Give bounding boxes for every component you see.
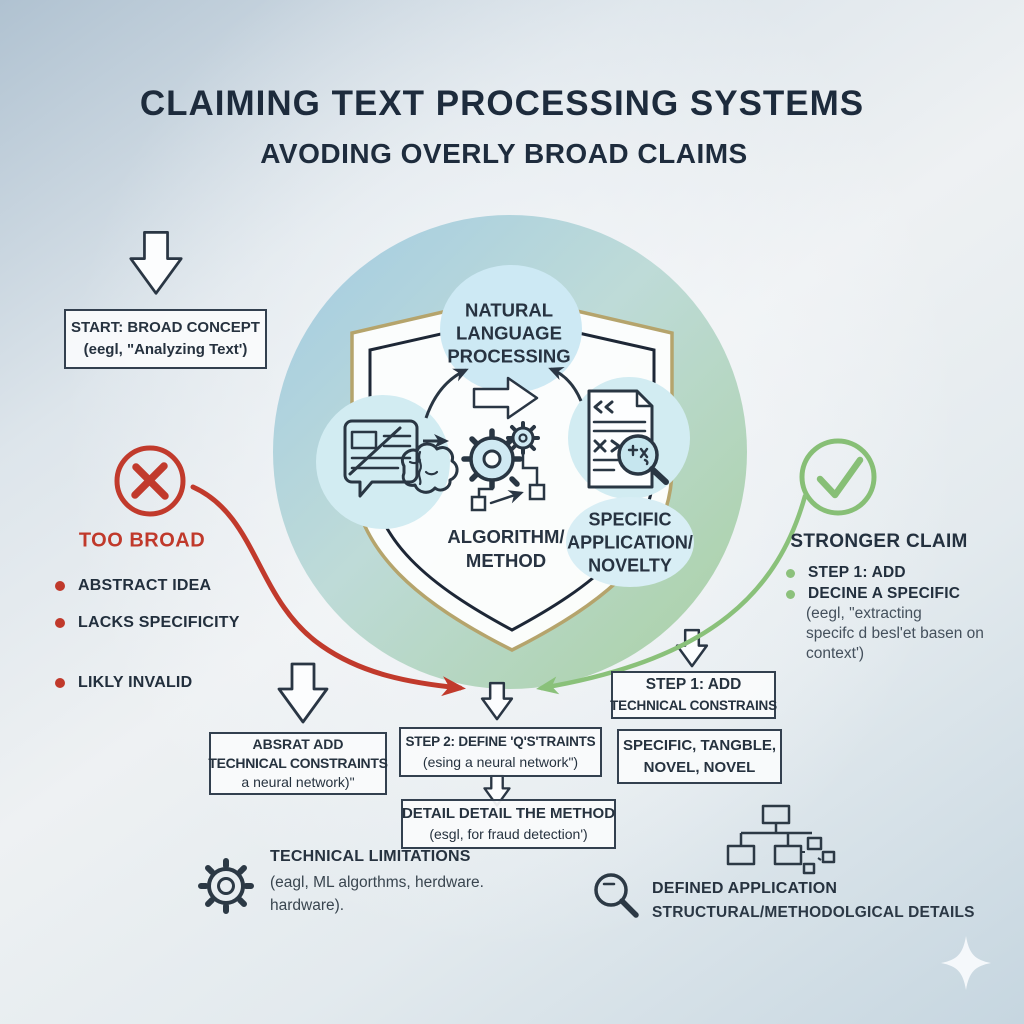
curved-arrow-left-icon	[424, 368, 469, 419]
x-circle-icon	[114, 445, 186, 517]
bullet-dot-icon	[55, 581, 65, 591]
tech-limitations-heading: TECHNICAL LIMITATIONS	[270, 848, 471, 865]
box-line: (esgl, for fraud detection')	[429, 826, 588, 842]
application-bubble-bg	[566, 497, 694, 587]
nlp-label: NATURAL LANGUAGE PROCESSING	[447, 299, 571, 367]
stronger-claim-heading: STRONGER CLAIM	[790, 531, 968, 552]
algorithm-label: ALGORITHM/ METHOD	[447, 526, 565, 571]
bullet-dot-icon	[786, 589, 795, 599]
block-arrow-icon	[472, 376, 539, 420]
defined-application-sub: STRUCTURAL/METHODOLGICAL DETAILS	[652, 904, 975, 921]
application-label: SPECIFIC APPLICATION/ NOVELTY	[567, 509, 693, 576]
defined-application-heading: DEFINED APPLICATION	[652, 880, 838, 897]
step1-box: STEP 1: ADD TECHNICAL CONSTRAINS	[610, 671, 777, 719]
abstract-constraints-box: ABSRAT ADD TECHNICAL CONSTRAINTS a neura…	[208, 732, 388, 795]
stronger-claim-note: (eegl, "extracting specifc d besl'et bas…	[806, 605, 984, 662]
down-arrow-icon	[129, 231, 183, 295]
box-line: ABSRAT ADD	[252, 736, 344, 752]
bullet-dot-icon	[786, 568, 795, 578]
list-item: ABSTRACT IDEA	[55, 577, 211, 595]
step2-box: STEP 2: DEFINE 'Q'S'TRAINTS (esing a neu…	[399, 727, 602, 777]
bullet-label: STEP 1: ADD	[808, 564, 906, 581]
down-arrow-icon	[480, 681, 514, 721]
gears-flowchart-icon	[461, 421, 546, 512]
tech-limitations-note: (eagl, ML algorthms, herdware. hardware)…	[270, 874, 484, 914]
gear-icon	[198, 858, 254, 914]
down-arrow-icon	[277, 662, 329, 724]
sparkle-icon	[941, 936, 991, 990]
bullet-label: ABSTRACT IDEA	[78, 577, 212, 594]
list-item: LIKLY INVALID	[55, 674, 192, 692]
bullet-label: LACKS SPECIFICITY	[78, 614, 240, 631]
page-subtitle: AVODING OVERLY BROAD CLAIMS	[260, 138, 748, 169]
down-arrow-icon	[483, 774, 511, 807]
detail-method-box: DETAIL DETAIL THE METHOD (esgl, for frau…	[401, 799, 616, 849]
bullet-dot-icon	[55, 678, 65, 688]
org-chart-icon	[726, 804, 836, 875]
box-line: TECHNICAL CONSTRAINTS	[208, 755, 388, 771]
box-line: STEP 1: ADD	[645, 676, 742, 693]
magnifier-icon	[594, 873, 639, 918]
bullet-label: LIKLY INVALID	[78, 674, 193, 691]
list-item: DECINE A SPECIFIC	[786, 585, 960, 603]
too-broad-heading: TOO BROAD	[78, 529, 206, 552]
box-line: (esing a neural network")	[422, 754, 579, 770]
curved-arrow-right-icon	[548, 366, 583, 402]
bullet-label: DECINE A SPECIFIC	[808, 585, 961, 602]
page-title: CLAIMING TEXT PROCESSING SYSTEMS	[139, 84, 865, 123]
red-flow-curve	[190, 484, 466, 697]
list-item: LACKS SPECIFICITY	[55, 614, 240, 632]
box-line: a neural network)"	[241, 774, 355, 790]
chat-bubble-bg	[316, 395, 450, 529]
check-circle-icon	[799, 438, 877, 516]
start-box: START: BROAD CONCEPT (eegl, "Analyzing T…	[64, 309, 267, 369]
list-item: STEP 1: ADD	[786, 564, 906, 582]
code-document-icon	[587, 389, 669, 489]
box-line: TECHNICAL CONSTRAINS	[610, 698, 777, 713]
bullet-dot-icon	[55, 618, 65, 628]
chat-brain-icon	[343, 419, 459, 498]
box-line: DETAIL DETAIL THE METHOD	[401, 805, 616, 822]
down-arrows	[129, 231, 709, 807]
specific-tangible-box: SPECIFIC, TANGBLE, NOVEL, NOVEL	[617, 729, 782, 784]
box-line: STEP 2: DEFINE 'Q'S'TRAINTS	[405, 734, 596, 749]
green-flow-curve	[536, 493, 808, 695]
nlp-bubble-bg	[440, 265, 582, 393]
